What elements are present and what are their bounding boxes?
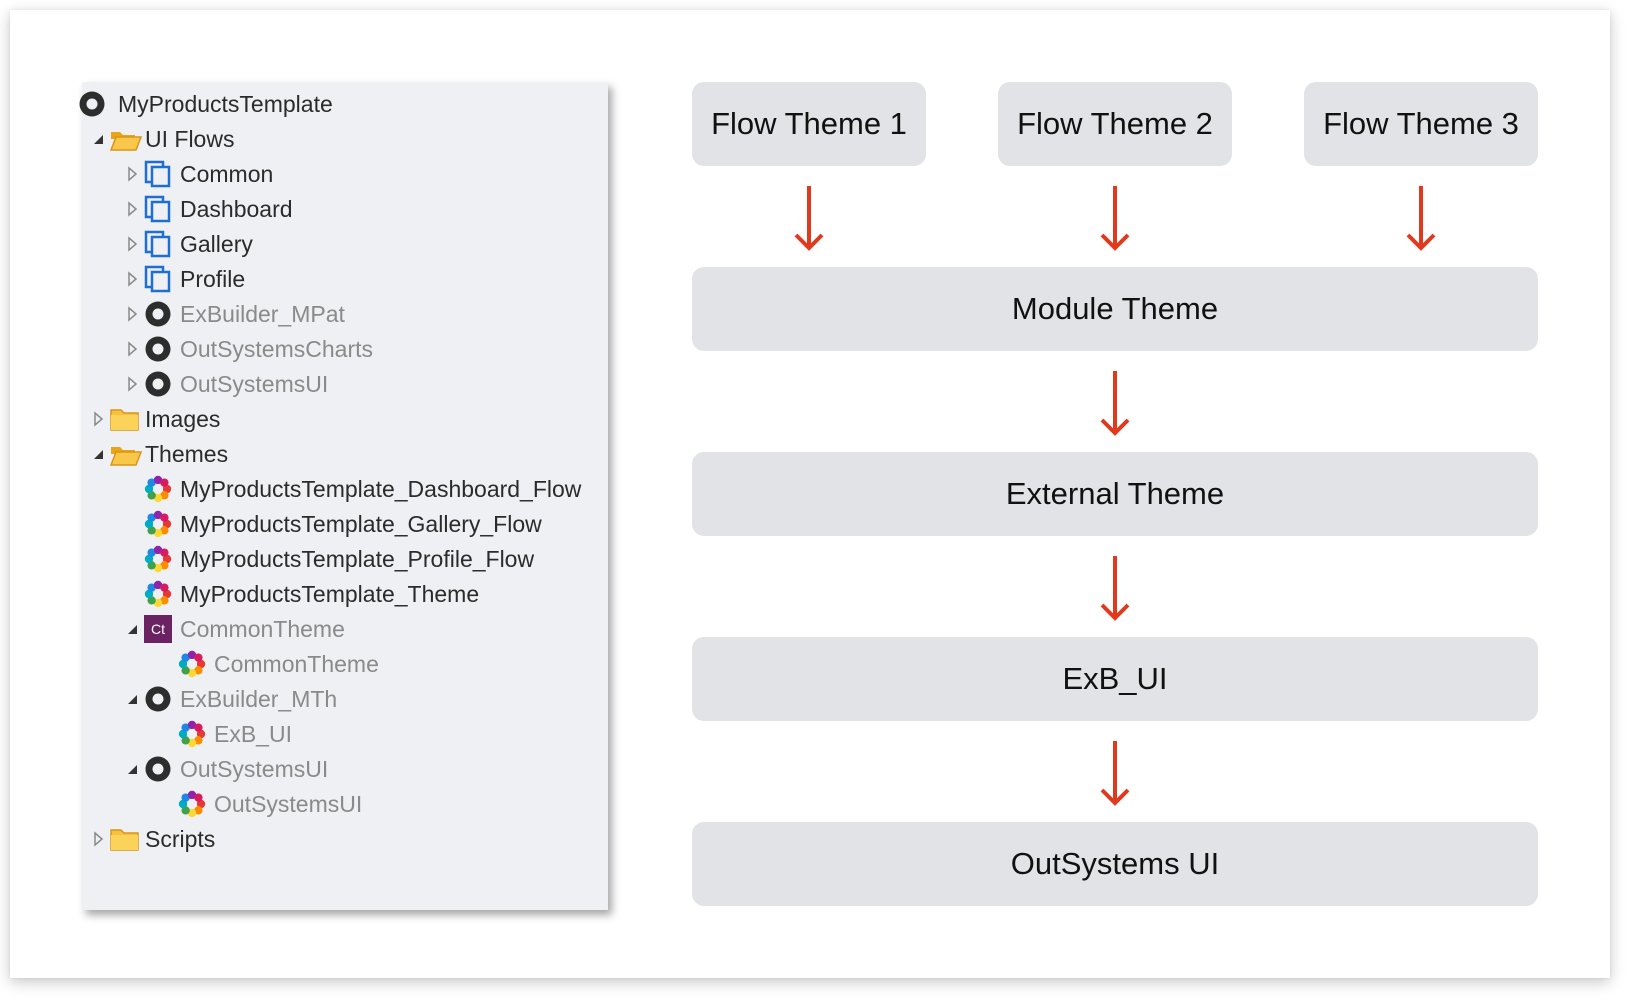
collapsed-arrow-icon[interactable] — [92, 411, 106, 427]
tree-row-gallery[interactable]: Gallery — [82, 226, 608, 262]
external-theme-box: External Theme — [692, 452, 1538, 536]
tree-row-exbuilder-mpat[interactable]: ExBuilder_MPat — [82, 296, 608, 332]
expanded-arrow-icon[interactable] — [92, 446, 106, 462]
tree-row-theme-gallery-flow[interactable]: MyProductsTemplate_Gallery_Flow — [82, 506, 608, 542]
collapsed-arrow-icon[interactable] — [126, 271, 140, 287]
ui-flow-icon — [144, 265, 172, 293]
tree-row-outsystemsui-theme[interactable]: OutSystemsUI — [82, 786, 608, 822]
ui-flow-icon — [144, 230, 172, 258]
module-icon — [144, 755, 172, 783]
theme-icon — [178, 650, 206, 678]
folder-icon — [110, 825, 139, 853]
tree-label: OutSystemsUI — [180, 371, 329, 397]
tree-label: Common — [180, 161, 274, 187]
arrow-down-icon — [1097, 369, 1133, 439]
tree-label: MyProductsTemplate_Dashboard_Flow — [180, 476, 582, 502]
module-icon — [144, 300, 172, 328]
arrow-down-icon — [1097, 184, 1133, 254]
module-icon — [144, 335, 172, 363]
tree-label: Images — [145, 406, 221, 432]
collapsed-arrow-icon[interactable] — [126, 306, 140, 322]
tree-row-outsystemsui-module[interactable]: OutSystemsUI — [82, 751, 608, 787]
tree-label: CommonTheme — [214, 651, 379, 677]
theme-icon — [178, 790, 206, 818]
tree-label: CommonTheme — [180, 616, 345, 642]
tree-label: MyProductsTemplate_Profile_Flow — [180, 546, 535, 572]
tree-label: Profile — [180, 266, 246, 292]
tree-row-commontheme-module[interactable]: Ct CommonTheme — [82, 611, 608, 647]
tree-row-theme-profile-flow[interactable]: MyProductsTemplate_Profile_Flow — [82, 541, 608, 577]
expanded-arrow-icon[interactable] — [126, 621, 140, 637]
tree-label: Dashboard — [180, 196, 293, 222]
tree-row-profile[interactable]: Profile — [82, 261, 608, 297]
flow-theme-2-box: Flow Theme 2 — [998, 82, 1232, 166]
ui-flow-icon — [144, 195, 172, 223]
tree-row-theme-main[interactable]: MyProductsTemplate_Theme — [82, 576, 608, 612]
ct-module-icon: Ct — [144, 615, 172, 643]
tree-row-outsystemsui-ref[interactable]: OutSystemsUI — [82, 366, 608, 402]
tree-label: OutSystemsUI — [180, 756, 329, 782]
tree-row-dashboard[interactable]: Dashboard — [82, 191, 608, 227]
flow-theme-1-box: Flow Theme 1 — [692, 82, 926, 166]
tree-label: MyProductsTemplate_Gallery_Flow — [180, 511, 542, 537]
tree-label: Scripts — [145, 826, 216, 852]
flow-theme-3-box: Flow Theme 3 — [1304, 82, 1538, 166]
tree-label: OutSystemsUI — [214, 791, 363, 817]
collapsed-arrow-icon[interactable] — [126, 376, 140, 392]
tree-row-ui-flows[interactable]: UI Flows — [82, 121, 608, 157]
outsystems-ui-box: OutSystems UI — [692, 822, 1538, 906]
tree-label: ExBuilder_MTh — [180, 686, 338, 712]
module-theme-box: Module Theme — [692, 267, 1538, 351]
theme-icon — [144, 475, 172, 503]
tree-row-outsystemscharts[interactable]: OutSystemsCharts — [82, 331, 608, 367]
arrow-down-icon — [1097, 554, 1133, 624]
tree-row-root[interactable]: MyProductsTemplate — [79, 86, 608, 122]
arrow-down-icon — [791, 184, 827, 254]
tree-row-exbuilder-mth[interactable]: ExBuilder_MTh — [82, 681, 608, 717]
folder-open-icon — [109, 125, 143, 153]
arrow-down-icon — [1403, 184, 1439, 254]
folder-open-icon — [109, 440, 143, 468]
tree-row-commontheme-theme[interactable]: CommonTheme — [82, 646, 608, 682]
tree-row-scripts[interactable]: Scripts — [82, 821, 608, 857]
tree-row-exb-ui[interactable]: ExB_UI — [82, 716, 608, 752]
ct-module-icon-text: Ct — [144, 615, 172, 643]
module-icon — [144, 685, 172, 713]
tree-row-images[interactable]: Images — [82, 401, 608, 437]
collapsed-arrow-icon[interactable] — [126, 166, 140, 182]
tree-label: ExB_UI — [214, 721, 292, 747]
folder-icon — [110, 405, 139, 433]
tree-label: Themes — [145, 441, 229, 467]
theme-icon — [144, 510, 172, 538]
theme-icon — [144, 580, 172, 608]
arrow-down-icon — [1097, 739, 1133, 809]
collapsed-arrow-icon[interactable] — [126, 201, 140, 217]
tree-label: OutSystemsCharts — [180, 336, 373, 362]
collapsed-arrow-icon[interactable] — [126, 341, 140, 357]
tree-label: MyProductsTemplate_Theme — [180, 581, 480, 607]
tree-label: ExBuilder_MPat — [180, 301, 345, 327]
tree-row-common[interactable]: Common — [82, 156, 608, 192]
tree-row-themes[interactable]: Themes — [82, 436, 608, 472]
expanded-arrow-icon[interactable] — [92, 131, 106, 147]
theme-icon — [144, 545, 172, 573]
module-tree-panel: MyProductsTemplate UI Flows Common Dashb… — [79, 82, 608, 910]
collapsed-arrow-icon[interactable] — [92, 831, 106, 847]
module-icon — [144, 370, 172, 398]
exb-ui-box: ExB_UI — [692, 637, 1538, 721]
expanded-arrow-icon[interactable] — [126, 691, 140, 707]
expanded-arrow-icon[interactable] — [126, 761, 140, 777]
theme-icon — [178, 720, 206, 748]
module-icon — [78, 90, 106, 118]
tree-row-theme-dashboard-flow[interactable]: MyProductsTemplate_Dashboard_Flow — [82, 471, 608, 507]
ui-flow-icon — [144, 160, 172, 188]
tree-label: UI Flows — [145, 126, 235, 152]
tree-label: Gallery — [180, 231, 253, 257]
collapsed-arrow-icon[interactable] — [126, 236, 140, 252]
tree-label: MyProductsTemplate — [118, 91, 333, 117]
